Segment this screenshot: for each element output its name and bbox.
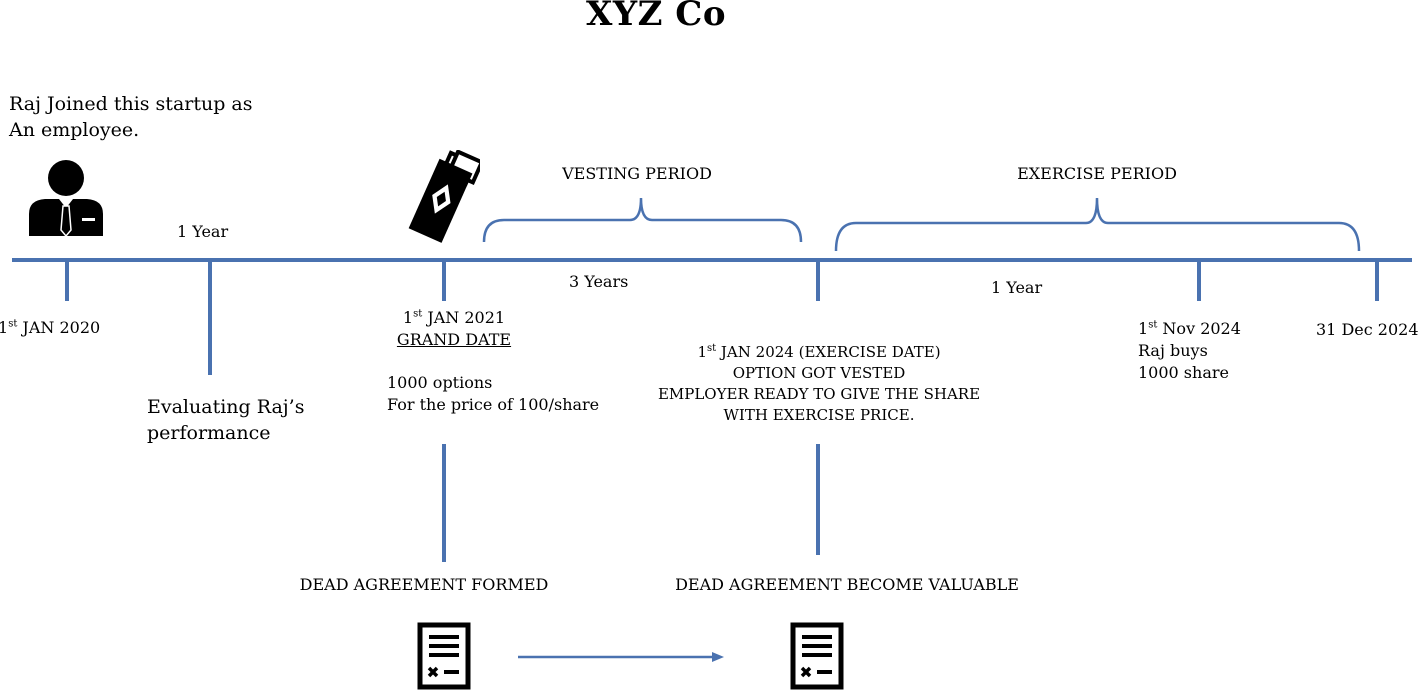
- agreement-formed-label: DEAD AGREEMENT FORMED: [299, 575, 549, 594]
- vesting-bracket: [482, 197, 803, 243]
- intro-text: Raj Joined this startup as An employee.: [9, 93, 253, 141]
- purchase-block: 1st Nov 2024 Raj buys 1000 share: [1138, 319, 1241, 382]
- date-end: 31 Dec 2024: [1316, 320, 1418, 339]
- exercise-bracket: [834, 197, 1361, 252]
- date-join: 1st JAN 2020: [0, 318, 101, 337]
- grant-date-block: 1st JAN 2021 GRAND DATE: [374, 307, 534, 351]
- document-icon: [417, 622, 471, 690]
- agreement-arrow-head: [712, 652, 724, 662]
- date-exercise: 1st JAN 2024 (EXERCISE DATE): [697, 343, 941, 361]
- exercise-date-block: 1st JAN 2024 (EXERCISE DATE) OPTION GOT …: [619, 342, 1019, 426]
- evaluation-text: Evaluating Raj’s performance: [147, 396, 305, 444]
- grant-date-label: GRAND DATE: [396, 330, 512, 349]
- duration-first-year: 1 Year: [177, 222, 229, 241]
- duration-vesting: 3 Years: [569, 272, 629, 291]
- money-banknote-icon: [408, 150, 480, 243]
- grant-details: 1000 options For the price of 100/share: [387, 373, 600, 414]
- duration-exercise: 1 Year: [991, 278, 1043, 297]
- vesting-period-label: VESTING PERIOD: [562, 164, 712, 183]
- exercise-period-label: EXERCISE PERIOD: [1017, 164, 1177, 183]
- businessman-icon: [29, 160, 103, 238]
- diagram-title: XYZ Co: [585, 0, 727, 34]
- date-purchase: 1st Nov 2024: [1138, 319, 1241, 338]
- document-icon: [790, 622, 844, 690]
- date-grant: 1st JAN 2021: [402, 308, 506, 327]
- agreement-valuable-label: DEAD AGREEMENT BECOME VALUABLE: [675, 575, 1019, 594]
